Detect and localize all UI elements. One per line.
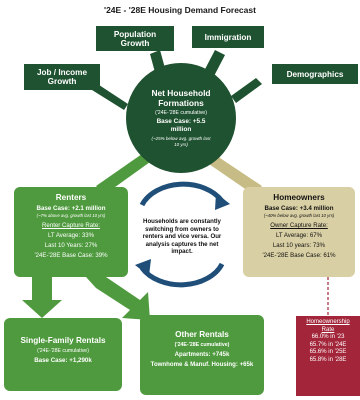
driver-population: Population Growth (96, 26, 174, 51)
other-rentals-townhome: Townhome & Manuf. Housing: +65k (150, 361, 254, 368)
cycle-arrow-bottom (139, 262, 225, 288)
renters-last-10: Last 10 Years: 27% (44, 242, 98, 249)
homeowners-base: Base Case: +3.4 million (264, 205, 334, 212)
switching-explanation: Households are constantly switching from… (142, 218, 222, 256)
renters-note: (~7% above avg. growth last 10 yrs) (36, 213, 106, 218)
arrow-to-renters (96, 154, 150, 195)
single-family-base: Base Case: +1,290k (34, 357, 92, 364)
homeownership-rate-value: 65.7% in '24E (309, 341, 347, 348)
single-family-rentals-box: Single-Family Rentals ('24E-'28E cumulat… (4, 318, 122, 391)
net-household-sub: ('24E-'28E cumulative) (155, 110, 207, 116)
homeownership-rate-label: Homeownership Rate (306, 319, 350, 333)
driver-demographics: Demographics (272, 64, 358, 84)
homeowners-base-case-rate: '24E-'28E Base Case: 61% (262, 252, 336, 259)
homeowners-last-10: Last 10 years: 73% (272, 242, 326, 249)
homeowners-heading: Homeowners (273, 193, 325, 202)
renters-lt-average: LT Average: 33% (47, 232, 95, 239)
other-rentals-sub: ('24E-'28E cumulative) (174, 342, 230, 348)
driver-population-label: Population Growth (113, 29, 157, 48)
homeownership-rate-box: Homeownership Rate 66.0% in '23 65.7% in… (296, 316, 360, 396)
homeownership-rate-value: 65.8% in '28E (309, 356, 347, 363)
renters-base-case-rate: '24E-'28E Base Case: 39% (34, 252, 108, 259)
other-rentals-apartments: Apartments: +745k (174, 351, 230, 358)
net-household-base: Base Case: +5.5 million (156, 118, 206, 133)
renters-capture-label: Renter Capture Rate: (42, 222, 100, 229)
arrow-to-homeowners (206, 154, 262, 195)
page-title: '24E - '28E Housing Demand Forecast (104, 5, 256, 15)
driver-job-income-label: Job / Income Growth (36, 68, 88, 86)
net-household-note: (~25% below avg. growth last 10 yrs) (151, 136, 211, 147)
net-household-heading: Net Household Formations (151, 88, 211, 108)
renters-heading: Renters (55, 193, 87, 202)
single-family-sub: ('24E-'28E cumulative) (37, 348, 89, 354)
homeowners-box: Homeowners Base Case: +3.4 million (~40%… (243, 187, 355, 277)
other-rentals-heading: Other Rentals (175, 330, 229, 339)
arrow-to-single-family (22, 277, 62, 318)
arrow-to-other-rentals (86, 277, 150, 320)
cycle-arrow-top (139, 181, 225, 207)
other-rentals-box: Other Rentals ('24E-'28E cumulative) Apa… (140, 315, 264, 395)
homeowners-lt-average: LT Average: 67% (275, 232, 323, 239)
arrow-job-income (92, 83, 128, 110)
renters-base: Base Case: +2.1 million (36, 205, 106, 212)
homeowners-note: (~40% below avg. growth last 10 yrs) (263, 213, 335, 218)
homeowners-capture-label: Owner Capture Rate: (270, 222, 328, 229)
single-family-heading: Single-Family Rentals (20, 336, 106, 345)
renters-box: Renters Base Case: +2.1 million (~7% abo… (14, 187, 128, 277)
driver-demographics-label: Demographics (286, 69, 344, 79)
homeownership-rate-value: 65.6% in '25E (309, 349, 347, 355)
driver-job-income: Job / Income Growth (24, 64, 100, 90)
arrow-demographics (231, 78, 262, 103)
net-household-formations-node: Net Household Formations ('24E-'28E cumu… (126, 63, 236, 173)
driver-immigration-label: Immigration (204, 32, 252, 42)
driver-immigration: Immigration (192, 26, 264, 48)
homeownership-rate-value: 66.0% in '23 (311, 334, 345, 340)
